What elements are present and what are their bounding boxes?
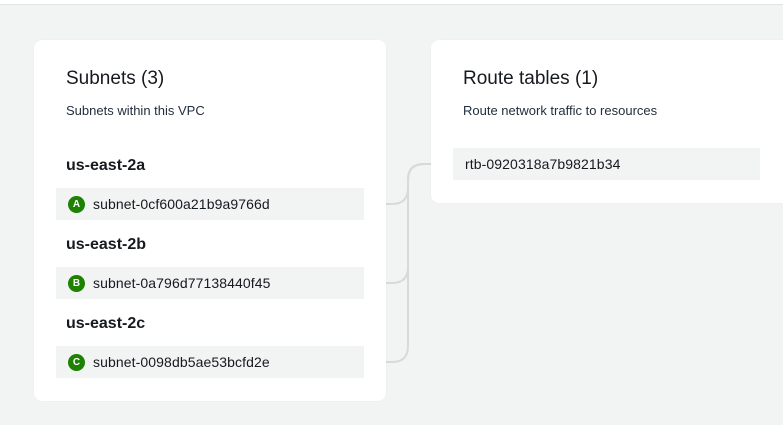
subnet-id-label: subnet-0a796d77138440f45: [93, 275, 271, 291]
subnet-row-c[interactable]: C subnet-0098db5ae53bcfd2e: [56, 346, 364, 378]
subnets-card: Subnets (3) Subnets within this VPC us-e…: [34, 40, 386, 401]
az-badge-b: B: [68, 274, 85, 292]
az-badge-a: A: [68, 195, 85, 213]
subnets-card-title: Subnets (3): [66, 68, 165, 89]
subnets-card-description: Subnets within this VPC: [66, 103, 205, 118]
route-tables-card: Route tables (1) Route network traffic t…: [431, 40, 783, 203]
az-heading-us-east-2a: us-east-2a: [66, 157, 146, 174]
az-badge-c: C: [68, 353, 85, 371]
subnet-row-b[interactable]: B subnet-0a796d77138440f45: [56, 267, 364, 299]
az-heading-us-east-2b: us-east-2b: [66, 236, 147, 253]
az-heading-us-east-2c: us-east-2c: [66, 315, 146, 332]
route-table-row[interactable]: rtb-0920318a7b9821b34: [453, 148, 760, 180]
route-tables-card-title: Route tables (1): [463, 68, 599, 89]
subnet-id-label: subnet-0cf600a21b9a9766d: [93, 196, 270, 212]
subnet-id-label: subnet-0098db5ae53bcfd2e: [93, 354, 270, 370]
route-tables-card-description: Route network traffic to resources: [463, 103, 658, 118]
route-table-id-label: rtb-0920318a7b9821b34: [465, 156, 621, 172]
subnet-row-a[interactable]: A subnet-0cf600a21b9a9766d: [56, 188, 364, 220]
top-divider: [0, 0, 783, 5]
